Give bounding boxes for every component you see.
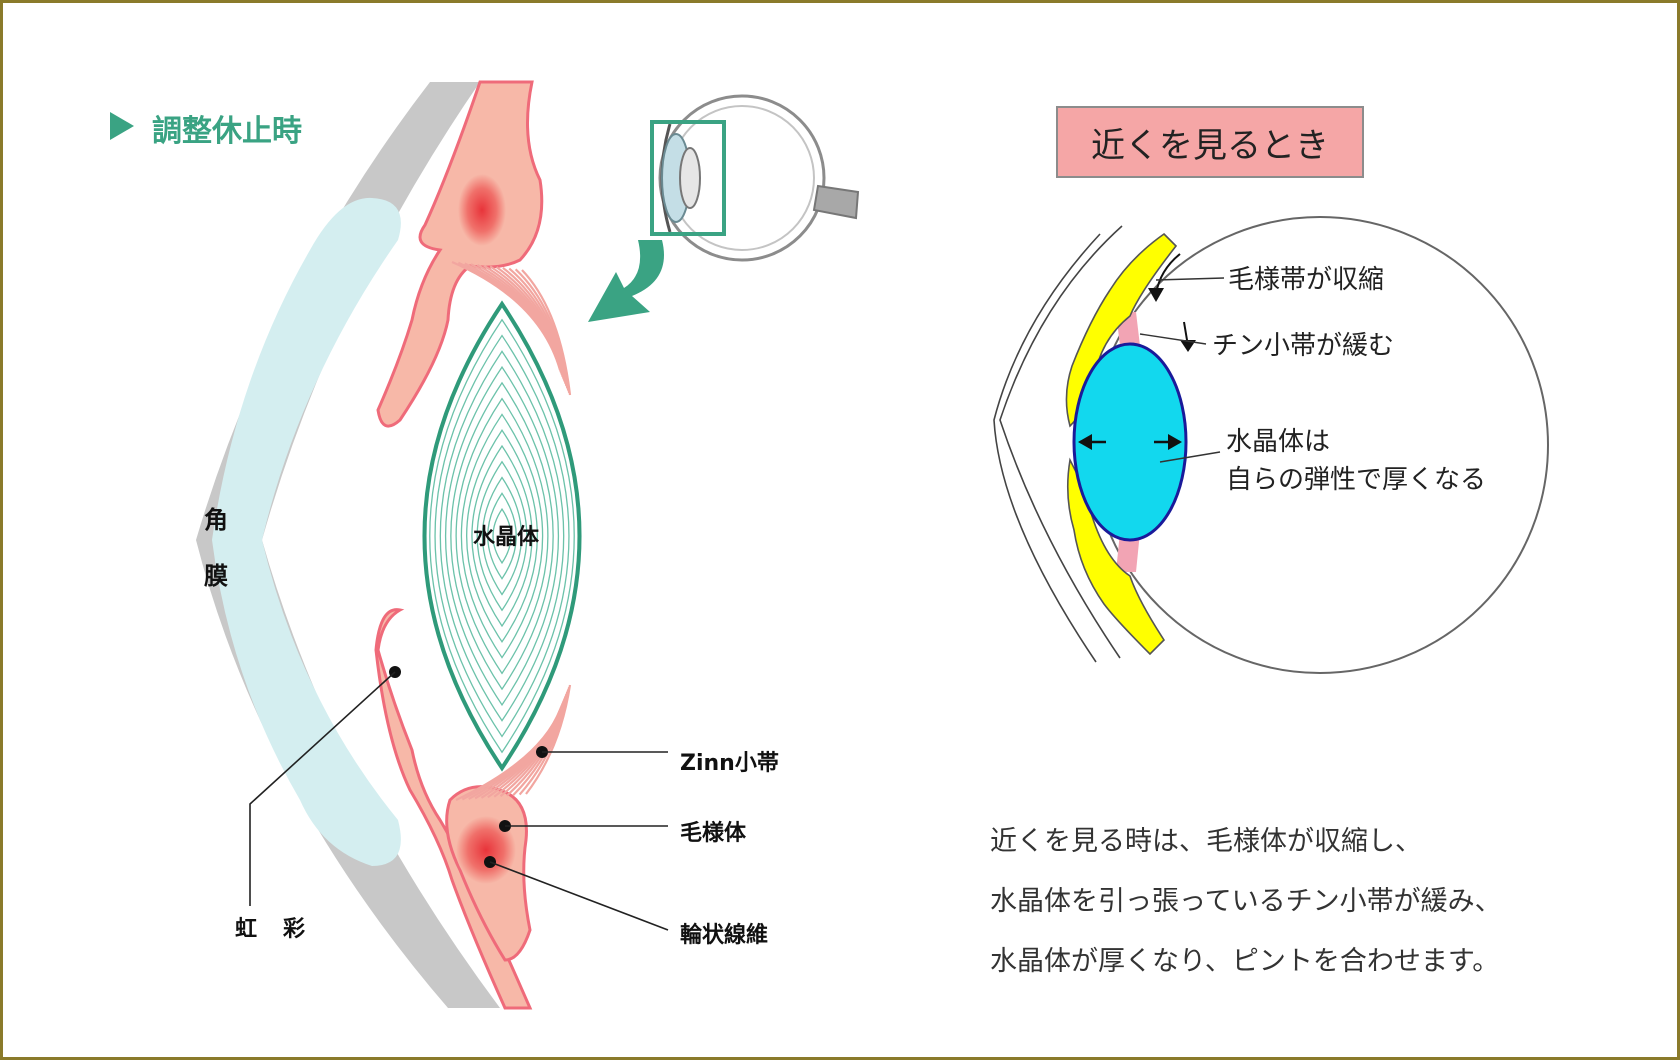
- label-ciliary-contracts: 毛様帯が収縮: [1228, 265, 1384, 295]
- label-zonule: Zinn小帯: [680, 750, 779, 776]
- lens-rings: [422, 300, 582, 772]
- left-leader-lines: [249, 666, 669, 931]
- label-lens-thickens-2: 自らの弾性で厚くなる: [1226, 465, 1486, 495]
- label-ciliary-body: 毛様体: [680, 820, 747, 846]
- label-zonule-relaxes: チン小帯が緩む: [1212, 331, 1394, 361]
- right-leader-lines: [1139, 277, 1225, 463]
- cornea: [212, 197, 401, 866]
- label-iris-1: 虹: [235, 917, 257, 942]
- eye-inset-icon: [650, 94, 860, 262]
- label-lens-thickens-1: 水晶体は: [1226, 427, 1330, 457]
- contraction-arrow-icon: [1148, 253, 1196, 352]
- label-lens: 水晶体: [473, 525, 540, 550]
- state-label: 調整休止時: [152, 114, 302, 149]
- pointing-arrow-icon: [588, 240, 664, 322]
- lens-thick: [1072, 342, 1188, 542]
- anterior-chamber: [300, 246, 428, 830]
- upper-ciliary-body: [376, 80, 544, 428]
- thickening-arrows-icon: [1078, 434, 1182, 450]
- description-line: 水晶体を引っ張っているチン小帯が緩み、: [990, 886, 1502, 917]
- near-vision-title: 近くを見るとき: [1056, 106, 1364, 178]
- upper-circular-fibers: [458, 174, 506, 246]
- eyelid-line-1: [999, 225, 1123, 659]
- lower-ciliary-body: [374, 608, 533, 1010]
- play-triangle-icon: [110, 112, 134, 140]
- eyelid-line-2: [993, 233, 1101, 663]
- ciliary-lower-yellow: [1066, 457, 1166, 656]
- label-iris-2: 彩: [282, 917, 305, 942]
- description-line: 近くを見る時は、毛様体が収縮し、: [990, 826, 1422, 857]
- label-cornea-2: 膜: [203, 562, 228, 590]
- label-cornea-1: 角: [204, 506, 228, 534]
- description-line: 水晶体が厚くなり、ピントを合わせます。: [990, 946, 1500, 977]
- label-circular-fibers: 輪状線維: [680, 922, 768, 948]
- description-text: 近くを見る時は、毛様体が収縮し、 水晶体を引っ張っているチン小帯が緩み、 水晶体…: [990, 812, 1630, 992]
